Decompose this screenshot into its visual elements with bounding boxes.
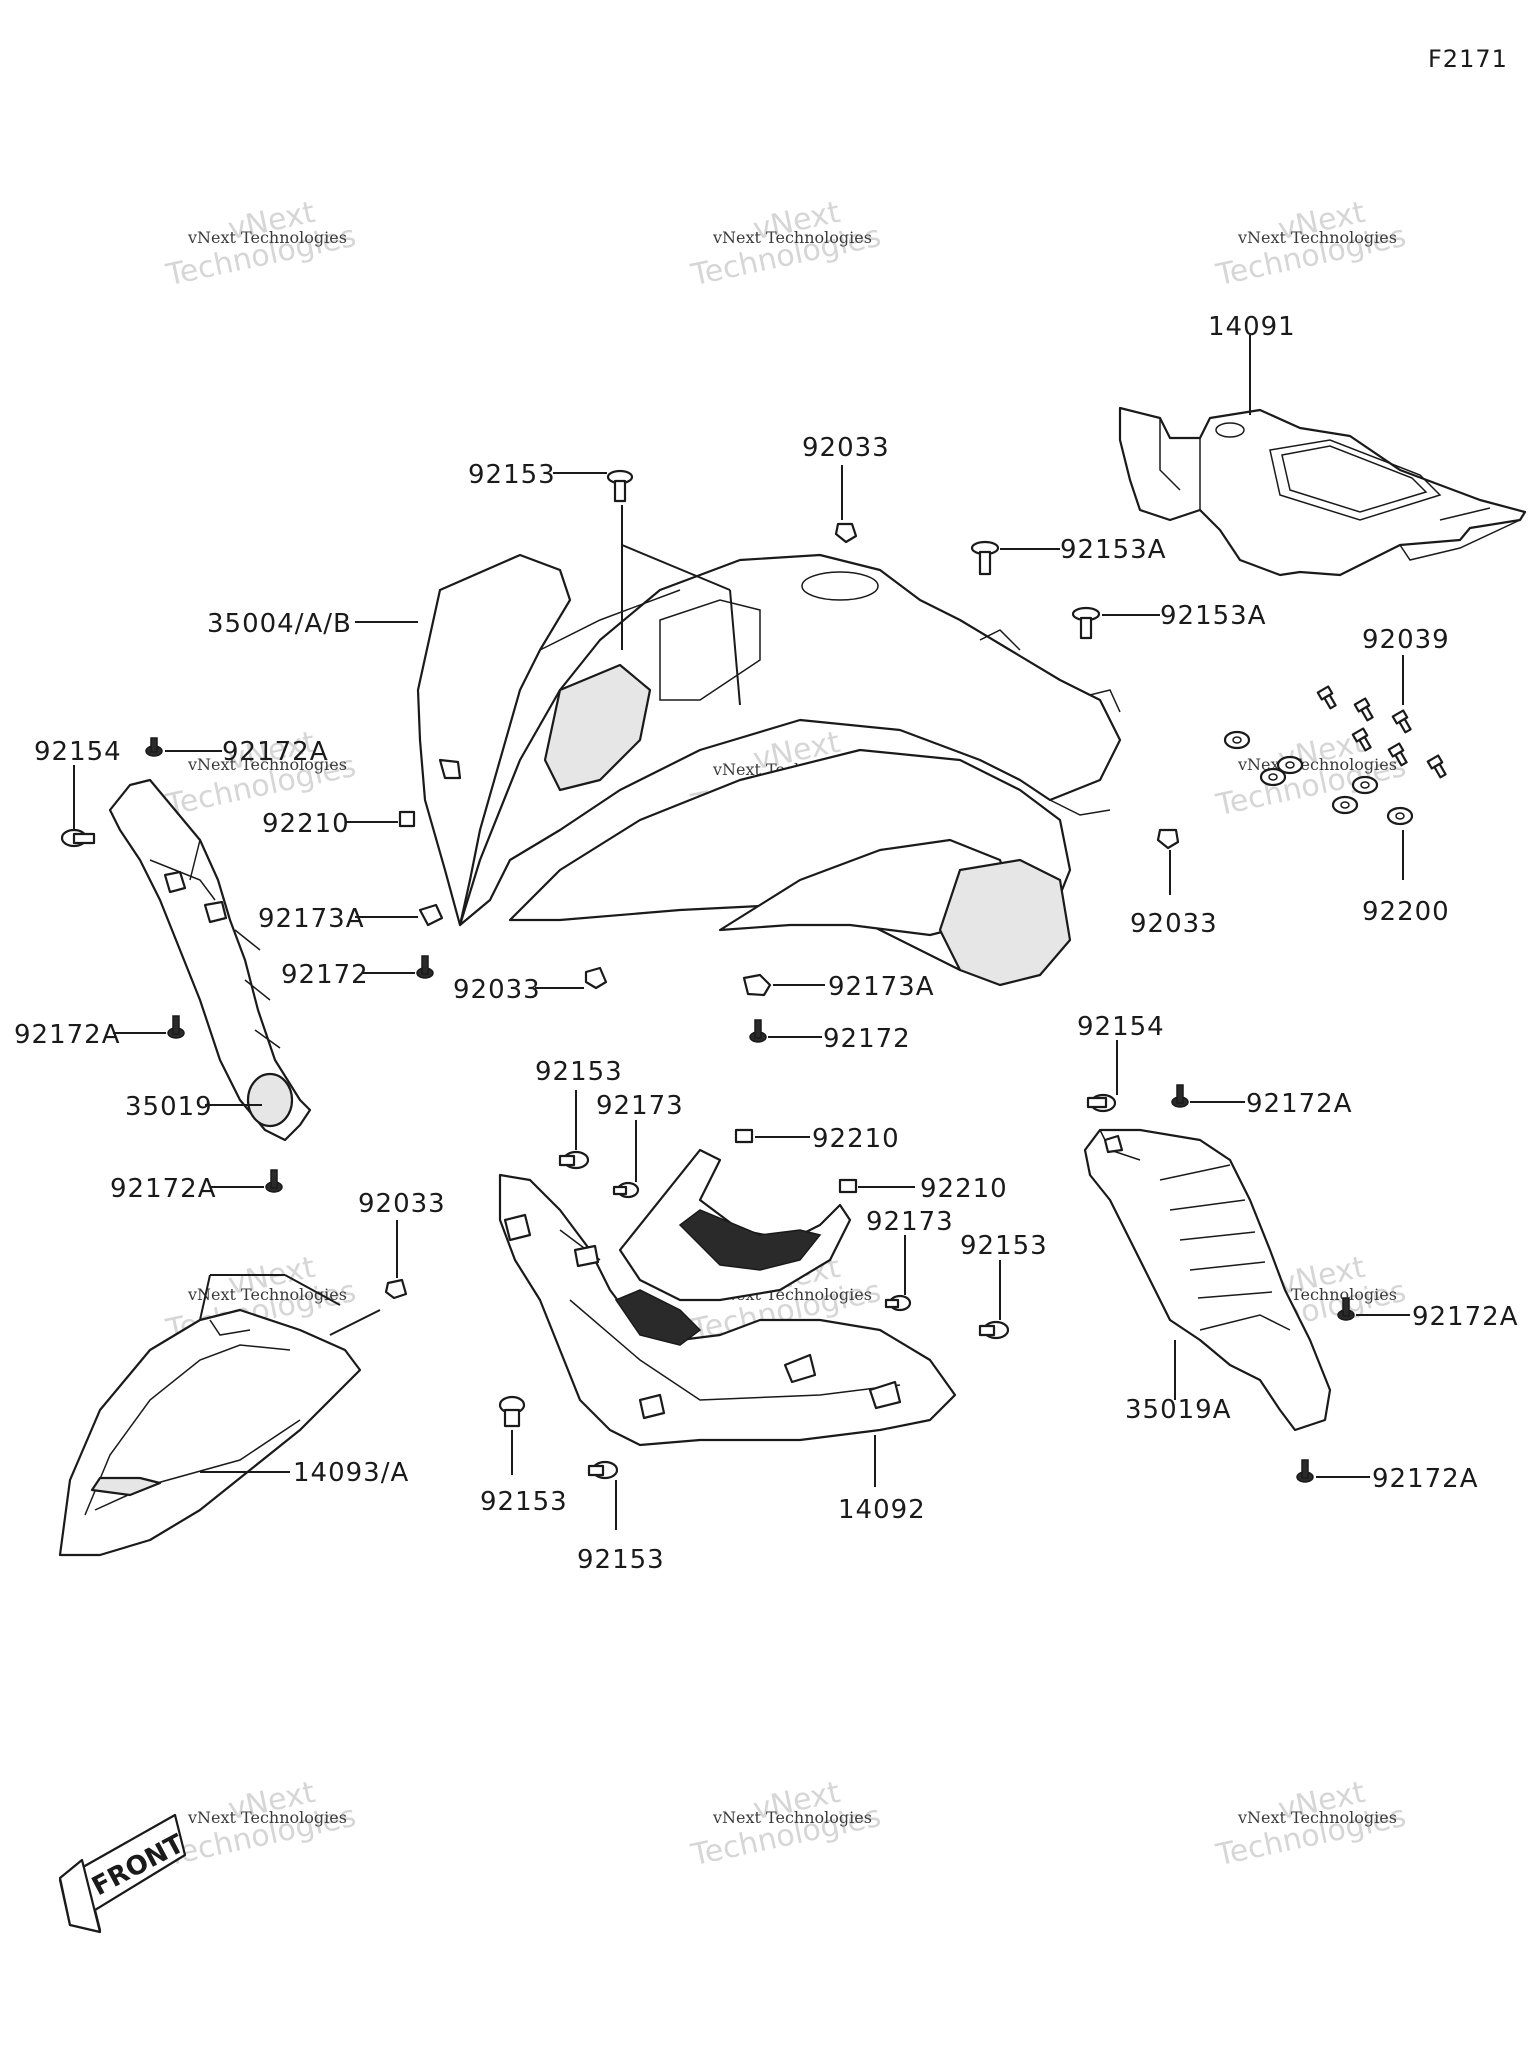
bolt-92153-c1 [558, 1150, 590, 1170]
label-92173A-left: 92173A [258, 904, 365, 934]
clip-92173A-left [418, 903, 444, 927]
label-35019A: 35019A [1125, 1395, 1232, 1425]
label-92173-c2: 92173 [866, 1207, 954, 1237]
label-92033-right: 92033 [1130, 909, 1218, 939]
label-92173A-mid: 92173A [828, 972, 935, 1002]
bolt-92154-right [1086, 1093, 1117, 1113]
label-92210-c1: 92210 [812, 1124, 900, 1154]
label-92172A-left1: 92172A [222, 737, 329, 767]
clip-92033-mid [584, 966, 608, 990]
part-14091-tray [1118, 406, 1527, 577]
svg-text:vNext Technologies: vNext Technologies [1237, 1808, 1397, 1827]
screw-set-92039 [1316, 685, 1447, 779]
clip-92173-c1 [612, 1181, 640, 1199]
label-14092: 14092 [838, 1495, 926, 1525]
label-92172A-left3: 92172A [110, 1174, 217, 1204]
clip-92173A-mid [742, 973, 772, 997]
label-92172A-right1: 92172A [1246, 1089, 1353, 1119]
label-92033-low: 92033 [358, 1189, 446, 1219]
screw-92172A-left1 [145, 737, 163, 757]
clip-92033-low [384, 1278, 408, 1300]
label-92172A-left2: 92172A [14, 1020, 121, 1050]
svg-text:vNext Technologies: vNext Technologies [1237, 755, 1397, 774]
clip-92173-c2 [884, 1294, 912, 1312]
label-14093: 14093/A [293, 1458, 409, 1488]
label-92039: 92039 [1362, 625, 1450, 655]
screw-92172A-right2 [1337, 1297, 1355, 1321]
label-92153-c4: 92153 [577, 1545, 665, 1575]
nut-92210-c1 [734, 1128, 754, 1144]
svg-text:vNext Technologies: vNext Technologies [712, 1808, 872, 1827]
label-92200: 92200 [1362, 897, 1450, 927]
label-92153-c3: 92153 [480, 1487, 568, 1517]
nut-92210-c2 [838, 1178, 858, 1194]
front-direction-arrow: FRONT [58, 1813, 189, 1934]
label-92210-left: 92210 [262, 809, 350, 839]
bolt-92153-c4 [587, 1460, 619, 1480]
label-35004: 35004/A/B [207, 609, 352, 639]
label-92154-right: 92154 [1077, 1012, 1165, 1042]
screw-92172A-right1 [1171, 1084, 1189, 1108]
screw-92172-left [416, 955, 434, 979]
clip-92033-right [1156, 828, 1180, 850]
label-35019: 35019 [125, 1092, 213, 1122]
part-35004-front-fender [416, 553, 1122, 987]
label-92153A-2: 92153A [1160, 601, 1267, 631]
svg-text:vNext Technologies: vNext Technologies [1237, 228, 1397, 247]
screw-92172A-right3 [1296, 1459, 1314, 1483]
label-92172-mid: 92172 [823, 1024, 911, 1054]
bolt-92153A-2 [1071, 606, 1101, 640]
label-92033-top: 92033 [802, 433, 890, 463]
part-14093-headlight-cover [58, 1308, 362, 1557]
label-92172-left: 92172 [281, 960, 369, 990]
label-92173-c1: 92173 [596, 1091, 684, 1121]
label-92172A-right2: 92172A [1412, 1302, 1519, 1332]
svg-text:vNext Technologies: vNext Technologies [187, 228, 347, 247]
label-92172A-right3: 92172A [1372, 1464, 1479, 1494]
svg-text:vNext Technologies: vNext Technologies [187, 1285, 347, 1304]
svg-text:vNext Technologies: vNext Technologies [187, 1808, 347, 1827]
clip-92033-top [834, 522, 858, 544]
screw-92172A-left2 [167, 1015, 185, 1039]
part-14092-front-cover [498, 1148, 957, 1447]
label-14091: 14091 [1208, 312, 1296, 342]
screw-92172-mid [749, 1019, 767, 1043]
washer-set-92200 [1223, 730, 1414, 826]
part-35019-left-guard [108, 778, 312, 1142]
label-92153A-1: 92153A [1060, 535, 1167, 565]
screw-92172A-left3 [265, 1169, 283, 1193]
label-92033-mid: 92033 [453, 975, 541, 1005]
svg-text:vNext Technologies: vNext Technologies [187, 755, 347, 774]
label-92153-c2: 92153 [960, 1231, 1048, 1261]
bolt-92153-c3 [498, 1395, 526, 1428]
part-35019A-right-guard [1083, 1128, 1332, 1432]
figure-code: F2171 [1428, 45, 1508, 73]
bolt-92153A-1 [970, 540, 1000, 576]
bolt-92154-left [60, 828, 96, 848]
bolt-92153-c2 [978, 1320, 1010, 1340]
svg-text:vNext Technologies: vNext Technologies [712, 228, 872, 247]
label-92154-left: 92154 [34, 737, 122, 767]
label-92153-top: 92153 [468, 460, 556, 490]
nut-92210-left [398, 810, 416, 828]
label-92153-c1: 92153 [535, 1057, 623, 1087]
label-92210-c2: 92210 [920, 1174, 1008, 1204]
bolt-92153-top [606, 469, 634, 503]
